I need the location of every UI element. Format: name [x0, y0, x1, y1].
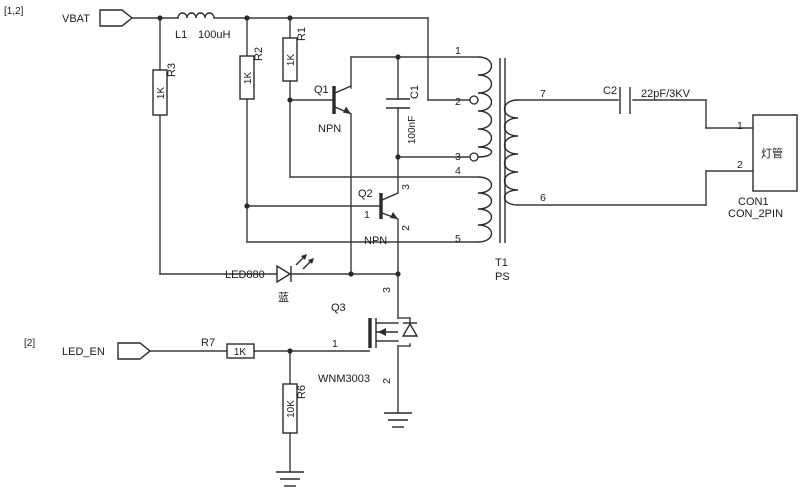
t1-pin-4: 4: [455, 165, 461, 177]
q3-ref: Q3: [331, 302, 346, 314]
transformer-pin-marker: [469, 95, 479, 105]
r6-ref: R6: [296, 385, 308, 399]
junction-dot: [348, 271, 354, 277]
con1-ref: CON1: [738, 196, 769, 208]
con1-pin-1: 1: [737, 120, 743, 132]
junction-dot: [287, 348, 293, 354]
l1-value: 100uH: [198, 29, 230, 41]
transformer-t1: 1 2 3 4 5 7 6 T1 PS: [455, 45, 546, 283]
q1-type: NPN: [318, 123, 341, 135]
t1-pin-6: 6: [540, 192, 546, 204]
vbat-net-tag: VBAT [1,2]: [4, 6, 134, 27]
t1-ref: T1: [495, 257, 508, 269]
resistor-r7: 1K R7: [201, 337, 255, 359]
resistor-r3: 1K R3: [152, 63, 178, 116]
vbat-ref: [1,2]: [4, 6, 24, 17]
wires: [131, 17, 754, 473]
junction-dot: [244, 203, 250, 209]
r3-ref: R3: [166, 63, 178, 77]
ground-symbol: [276, 471, 304, 487]
junction-dot: [287, 97, 293, 103]
led-en-ref: [2]: [24, 338, 35, 349]
transistor-q2: Q2 1 3 2 NPN: [358, 184, 412, 247]
resistor-r1: 1K R1: [282, 27, 308, 82]
led-led880: LED880 蓝: [225, 254, 314, 304]
led-color: 蓝: [278, 291, 289, 304]
mosfet-q3: Q3 WNM3003 1 3 2: [318, 287, 419, 385]
resistor-r2: 1K R2: [239, 47, 265, 100]
c1-value: 100nF: [407, 116, 418, 144]
vbat-label: VBAT: [62, 13, 90, 25]
c2-value: 22pF/3KV: [641, 88, 691, 100]
junction-dot: [395, 154, 401, 160]
q2-ref: Q2: [358, 188, 373, 200]
capacitor-c1: C1 100nF: [386, 85, 421, 144]
connector-con1: 灯管 1 2 CON1 CON_2PIN: [728, 114, 798, 220]
r1-ref: R1: [296, 27, 308, 41]
transistor-q1: Q1 NPN: [314, 84, 352, 135]
led-en-label: LED_EN: [62, 346, 105, 358]
q2-base-pin: 1: [364, 209, 370, 221]
t1-pin-2: 2: [455, 96, 461, 108]
junction-dot: [287, 15, 293, 21]
q2-type: NPN: [364, 235, 387, 247]
c1-ref: C1: [409, 85, 421, 99]
r3-value: 1K: [156, 87, 167, 100]
junction-dot: [157, 15, 163, 21]
con1-part: CON_2PIN: [728, 208, 783, 220]
inductor-l1: L1 100uH: [175, 12, 230, 41]
t1-pin-1: 1: [455, 45, 461, 57]
r2-value: 1K: [243, 72, 254, 85]
junction-dot: [395, 271, 401, 277]
r6-value: 10K: [286, 400, 297, 418]
q2-collector-pin: 3: [400, 184, 412, 190]
t1-pin-5: 5: [455, 233, 461, 245]
q1-ref: Q1: [314, 84, 329, 96]
q3-gate-pin: 1: [332, 338, 338, 350]
t1-part: PS: [495, 271, 510, 283]
q3-source-pin: 2: [381, 378, 393, 384]
q3-drain-pin: 3: [381, 287, 393, 293]
q3-part: WNM3003: [318, 373, 370, 385]
resistor-r6: 10K R6: [282, 383, 308, 434]
connector-label: 灯管: [761, 146, 783, 160]
r1-value: 1K: [286, 54, 297, 67]
l1-ref: L1: [175, 29, 187, 41]
r7-value: 1K: [234, 347, 247, 358]
c2-ref: C2: [603, 85, 617, 97]
junction-dots: [157, 15, 401, 354]
t1-pin-3: 3: [455, 151, 461, 163]
led-en-net-tag: LED_EN [2]: [24, 338, 152, 360]
led-ref: LED880: [225, 269, 265, 281]
con1-pin-2: 2: [737, 159, 743, 171]
q2-emitter-pin: 2: [400, 225, 412, 231]
r7-ref: R7: [201, 337, 215, 349]
r2-ref: R2: [253, 47, 265, 61]
ground-symbol: [384, 412, 412, 428]
junction-dot: [244, 15, 250, 21]
junction-dot: [395, 54, 401, 60]
capacitor-c2: C2 22pF/3KV: [603, 85, 691, 114]
transformer-pin-marker: [469, 152, 479, 162]
t1-pin-7: 7: [540, 88, 546, 100]
